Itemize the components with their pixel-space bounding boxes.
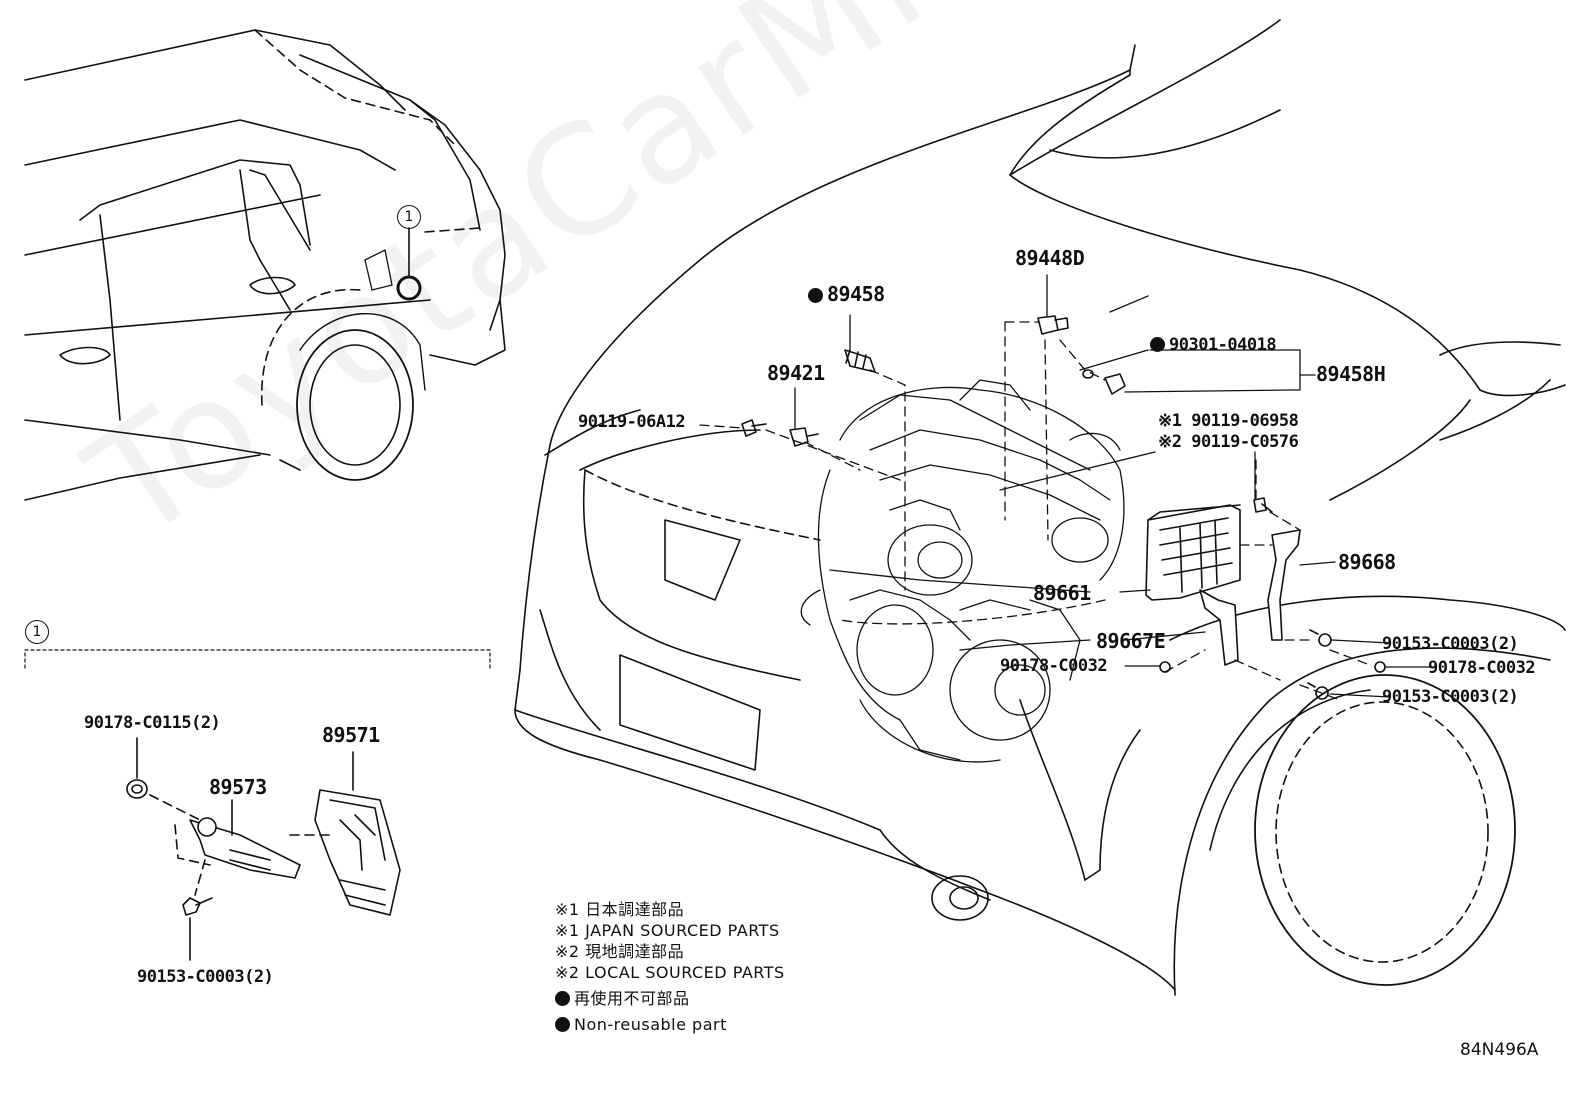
part-label-90119-06A12: 90119-06A12: [578, 412, 686, 432]
legend-japan-sourced-en: ※1 JAPAN SOURCED PARTS: [555, 921, 780, 940]
sensor-89448D-shape: [1037, 315, 1069, 335]
part-label-89668: 89668: [1338, 550, 1396, 574]
non-reusable-dot-icon: [555, 991, 570, 1006]
legend-japan-sourced-jp: ※1 日本調達部品: [555, 900, 685, 919]
non-reusable-dot-icon: [1150, 337, 1165, 352]
clip-89458H-shape: [1082, 369, 1126, 395]
leader-lines-solid: [794, 274, 1431, 698]
part-label-89661: 89661: [1033, 581, 1091, 605]
part-label-90119-C0576: ※2 90119-C0576: [1158, 432, 1299, 452]
part-label-90153-C0003-detail: 90153-C0003(2): [137, 967, 274, 987]
part-label-90301-04018: 90301-04018: [1150, 337, 1277, 354]
sensor-89421-shape: [789, 427, 819, 447]
bracket-89668-shape: [1267, 529, 1301, 641]
legend-local-sourced-jp: ※2 現地調達部品: [555, 942, 685, 961]
front-vehicle-outline: [514, 19, 1566, 996]
fasteners: [741, 419, 1386, 700]
legend-non-reusable-jp: 再使用不可部品: [555, 991, 690, 1007]
non-reusable-dot-icon: [555, 1017, 570, 1032]
part-label-90153-C0003-lower: 90153-C0003(2): [1382, 687, 1519, 707]
fuel-lid-callout-ring: [396, 275, 422, 301]
part-label-90119-06958: ※1 90119-06958: [1158, 411, 1299, 431]
detail-view-marker: 1: [25, 620, 49, 644]
non-reusable-dot-icon: [808, 288, 823, 303]
part-label-90153-C0003-upper: 90153-C0003(2): [1382, 634, 1519, 654]
part-label-89667E: 89667E: [1096, 629, 1166, 653]
sensor-89458-shape: [844, 349, 876, 373]
ecu-89661-shape: [1145, 504, 1241, 601]
part-label-89458: 89458: [808, 284, 885, 304]
part-label-90178-C0032-left: 90178-C0032: [1000, 656, 1108, 676]
part-label-89458H: 89458H: [1316, 362, 1386, 386]
detail-view-frame: [24, 649, 491, 669]
part-label-90178-C0032-right: 90178-C0032: [1428, 658, 1536, 678]
leader-lines-front: [699, 321, 1371, 701]
legend-local-sourced-en: ※2 LOCAL SOURCED PARTS: [555, 963, 785, 982]
bracket-89667E-shape: [1199, 589, 1239, 666]
part-label-89571: 89571: [322, 723, 380, 747]
part-label-89421: 89421: [767, 361, 825, 385]
part-label-89448D: 89448D: [1015, 246, 1085, 270]
part-label-90178-C0115: 90178-C0115(2): [84, 713, 221, 733]
part-label-89573: 89573: [209, 775, 267, 799]
diagram-code: 84N496A: [1460, 1040, 1539, 1060]
legend-non-reusable-en: Non-reusable part: [555, 1017, 727, 1033]
detail-parts: [126, 737, 401, 961]
rear-vehicle-outline: [24, 29, 506, 501]
callout-marker: 1: [397, 205, 421, 229]
engine-assembly: [800, 379, 1125, 763]
